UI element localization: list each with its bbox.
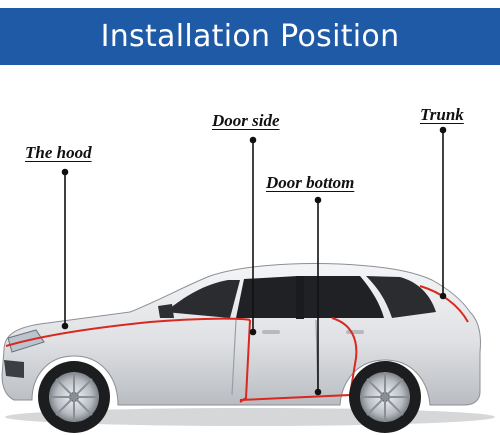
banner-title: Installation Position [100, 19, 400, 54]
trunk-label: Trunk [420, 105, 464, 124]
pointer-hood [61, 168, 69, 330]
front-windshield [165, 280, 240, 318]
door-bottom-seal-strip [239, 317, 358, 401]
rear-quarter-window [366, 276, 436, 318]
pointer-trunk [439, 126, 447, 300]
pointer-door-side [249, 136, 257, 336]
door-handle-front [262, 330, 280, 334]
front-wheel [38, 361, 110, 433]
pointer-door-bottom [314, 196, 322, 396]
hood-label: The hood [25, 143, 92, 162]
title-banner: Installation Position [0, 8, 500, 65]
hood-seal-strip [5, 317, 251, 347]
door-bottom-label: Door bottom [266, 173, 355, 192]
b-pillar [296, 276, 304, 319]
rear-wheel [349, 361, 421, 433]
trunk-seal-strip [419, 285, 469, 323]
rear-side-window [300, 276, 384, 318]
door-seam-front [231, 319, 237, 396]
door-side-label: Door side [212, 111, 280, 130]
front-side-window [236, 276, 298, 318]
side-mirror [158, 304, 174, 318]
door-handle-rear [346, 330, 364, 334]
front-grille [4, 360, 24, 378]
